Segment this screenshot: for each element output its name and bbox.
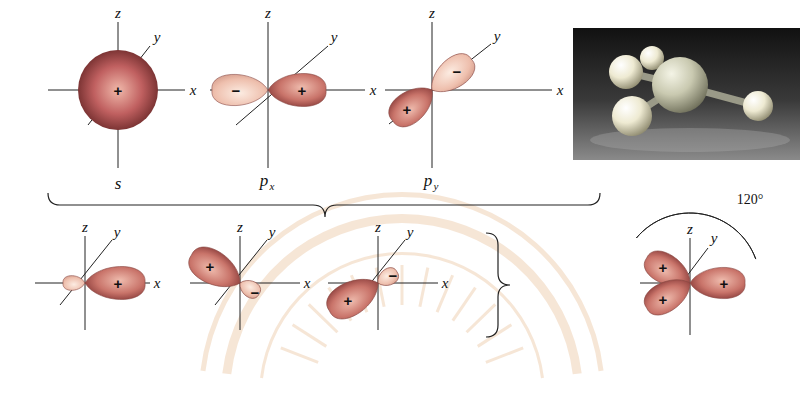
orbital-lobe: [212, 74, 268, 105]
axis-label: y: [269, 225, 276, 240]
axis-label: x: [190, 83, 197, 98]
axis-label: z: [687, 222, 693, 237]
sp2-set: [636, 213, 755, 335]
phase-sign: +: [720, 276, 729, 291]
orbital-lobe: [63, 276, 85, 291]
orbital-lobe: [383, 78, 442, 133]
orbital-subscript: x: [270, 181, 275, 192]
orbital-subscript: y: [434, 181, 439, 192]
axis-label: x: [557, 83, 564, 98]
axis-label: z: [265, 6, 271, 21]
axis-label: y: [407, 225, 414, 240]
axis-label: z: [375, 220, 381, 235]
phase-sign: −: [251, 285, 260, 300]
s-orbital: [48, 22, 185, 168]
orbital-sphere: [78, 50, 158, 130]
phase-sign: −: [453, 64, 462, 79]
axis-label: x: [154, 276, 161, 291]
axis-label: z: [237, 220, 243, 235]
axis-label: x: [304, 276, 311, 291]
phase-sign: −: [389, 268, 398, 283]
sp2-hybrid: [321, 236, 438, 330]
axis-label: y: [711, 231, 718, 246]
px-orbital: [210, 22, 365, 168]
watermark: [200, 192, 603, 378]
axis-label: z: [429, 6, 435, 21]
brace: [486, 233, 510, 337]
py-orbital: [383, 22, 552, 168]
axis-label: z: [82, 220, 88, 235]
axis-label: x: [370, 83, 377, 98]
phase-sign: +: [344, 293, 353, 308]
orbital-label: p: [260, 172, 269, 189]
axis-label: y: [154, 30, 161, 45]
orbital-lobe: [85, 266, 145, 299]
sp2-hybrid: [35, 236, 150, 330]
orbital-label: p: [424, 172, 433, 189]
orbital-lobe: [268, 73, 326, 106]
orbital-lobe: [690, 267, 745, 298]
brace: [48, 193, 600, 217]
orbital-label: s: [115, 175, 122, 192]
sp2-hybrid: [183, 236, 300, 330]
phase-sign: +: [659, 292, 668, 307]
axis-label: z: [115, 6, 121, 21]
angle-arc: [636, 213, 755, 259]
axis-label: y: [494, 29, 501, 44]
phase-sign: +: [114, 83, 123, 98]
angle-label: 120°: [737, 193, 764, 207]
orbital-lobe: [321, 269, 386, 326]
axis-label: x: [442, 276, 449, 291]
axis-line: [268, 22, 269, 168]
phase-sign: +: [206, 259, 215, 274]
orbital-lobe: [639, 270, 697, 321]
axis-label: y: [114, 225, 121, 240]
phase-sign: +: [298, 83, 307, 98]
axis-line: [389, 44, 491, 124]
phase-sign: +: [659, 260, 668, 275]
model-photo: [573, 28, 800, 160]
orbital-lobe: [183, 241, 248, 298]
phase-sign: −: [232, 83, 241, 98]
phase-sign: +: [403, 102, 412, 117]
phase-sign: +: [114, 276, 123, 291]
axis-label: y: [331, 30, 338, 45]
